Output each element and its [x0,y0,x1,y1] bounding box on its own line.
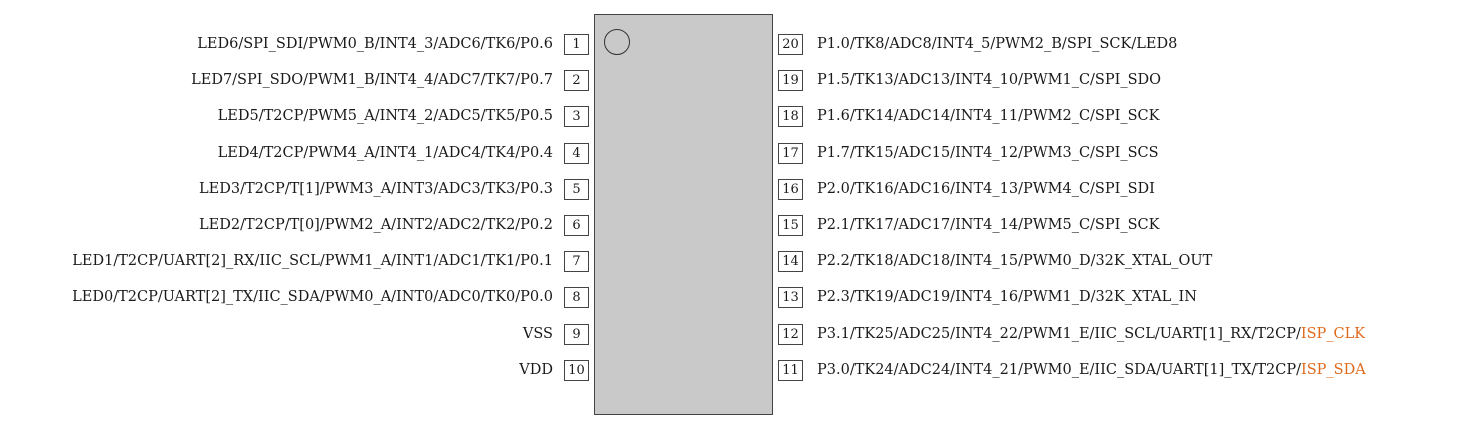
pin-label: LED2/T2CP/T[0]/PWM2_A/INT2/ADC2/TK2/P0.2 [199,217,553,233]
pin-label: LED4/T2CP/PWM4_A/INT4_1/ADC4/TK4/P0.4 [217,145,553,161]
pin-number: 12 [778,324,803,345]
pin-number: 5 [564,179,589,200]
pin-number: 3 [564,106,589,127]
pin-highlight-text: ISP_SDA [1301,362,1366,378]
pin-number: 14 [778,251,803,272]
pin-label: LED5/T2CP/PWM5_A/INT4_2/ADC5/TK5/P0.5 [217,108,553,124]
pin-label: VDD [519,362,553,378]
pin-number: 10 [564,360,589,381]
pin-number: 2 [564,70,589,91]
pin-function-text: P1.0/TK8/ADC8/INT4_5/PWM2_B/SPI_SCK/LED8 [817,36,1178,52]
pin-label: P3.1/TK25/ADC25/INT4_22/PWM1_E/IIC_SCL/U… [817,324,1365,344]
pin-function-text: P1.7/TK15/ADC15/INT4_12/PWM3_C/SPI_SCS [817,145,1159,161]
pin-label: P1.0/TK8/ADC8/INT4_5/PWM2_B/SPI_SCK/LED8 [817,34,1177,54]
pin-number: 9 [564,324,589,345]
pin-label: LED7/SPI_SDO/PWM1_B/INT4_4/ADC7/TK7/P0.7 [191,72,553,88]
pin-function-text: P3.1/TK25/ADC25/INT4_22/PWM1_E/IIC_SCL/U… [817,326,1301,342]
pin-number: 19 [778,70,803,91]
pin-number: 18 [778,106,803,127]
pin-highlight-text: ISP_CLK [1300,326,1366,342]
pin-label: VSS [522,326,553,342]
pin-label: P1.7/TK15/ADC15/INT4_12/PWM3_C/SPI_SCS [817,143,1159,163]
pin-function-text: P1.5/TK13/ADC13/INT4_10/PWM1_C/SPI_SDO [817,72,1162,88]
pin-function-text: P2.2/TK18/ADC18/INT4_15/PWM0_D/32K_XTAL_… [817,253,1213,269]
pin-number: 15 [778,215,803,236]
pin-label: P2.3/TK19/ADC19/INT4_16/PWM1_D/32K_XTAL_… [817,287,1197,307]
pin-number: 20 [778,34,803,55]
pin-label: P3.0/TK24/ADC24/INT4_21/PWM0_E/IIC_SDA/U… [817,360,1366,380]
chip-body [594,14,773,415]
pin1-indicator-circle [604,29,630,55]
pin-label: P1.6/TK14/ADC14/INT4_11/PWM2_C/SPI_SCK [817,106,1159,126]
pin-number: 13 [778,287,803,308]
pin-label: LED3/T2CP/T[1]/PWM3_A/INT3/ADC3/TK3/P0.3 [199,181,553,197]
pin-function-text: P2.1/TK17/ADC17/INT4_14/PWM5_C/SPI_SCK [817,217,1160,233]
pin-function-text: P2.3/TK19/ADC19/INT4_16/PWM1_D/32K_XTAL_… [817,289,1197,305]
pin-label: P2.1/TK17/ADC17/INT4_14/PWM5_C/SPI_SCK [817,215,1159,235]
pin-label: P2.0/TK16/ADC16/INT4_13/PWM4_C/SPI_SDI [817,179,1155,199]
pin-function-text: P1.6/TK14/ADC14/INT4_11/PWM2_C/SPI_SCK [817,108,1160,124]
pin-number: 11 [778,360,803,381]
pin-label: P1.5/TK13/ADC13/INT4_10/PWM1_C/SPI_SDO [817,70,1161,90]
pin-label: LED0/T2CP/UART[2]_TX/IIC_SDA/PWM0_A/INT0… [72,289,553,305]
pin-function-text: P3.0/TK24/ADC24/INT4_21/PWM0_E/IIC_SDA/U… [817,362,1302,378]
pin-number: 1 [564,34,589,55]
pin-label: LED6/SPI_SDI/PWM0_B/INT4_3/ADC6/TK6/P0.6 [197,36,553,52]
pin-function-text: P2.0/TK16/ADC16/INT4_13/PWM4_C/SPI_SDI [817,181,1155,197]
pin-number: 17 [778,143,803,164]
pin-label: P2.2/TK18/ADC18/INT4_15/PWM0_D/32K_XTAL_… [817,251,1212,271]
pin-label: LED1/T2CP/UART[2]_RX/IIC_SCL/PWM1_A/INT1… [72,253,553,269]
pin-number: 8 [564,287,589,308]
pin-number: 4 [564,143,589,164]
pin-number: 16 [778,179,803,200]
pin-number: 7 [564,251,589,272]
pin-number: 6 [564,215,589,236]
